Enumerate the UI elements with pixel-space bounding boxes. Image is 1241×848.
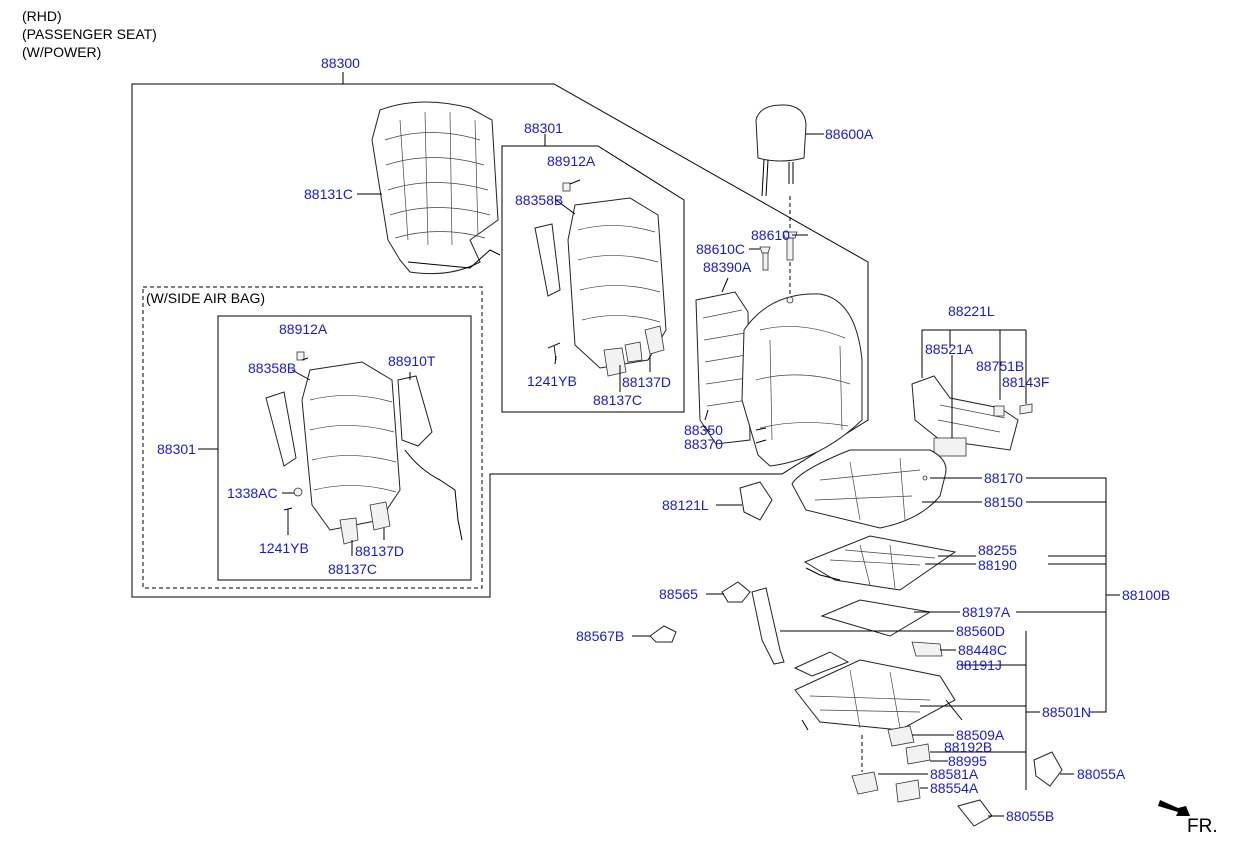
- part-88150[interactable]: 88150: [984, 494, 1023, 510]
- part-88300[interactable]: 88300: [321, 55, 360, 71]
- part-88301-top[interactable]: 88301: [524, 120, 563, 136]
- part-88610C[interactable]: 88610C: [696, 241, 745, 257]
- part-88170[interactable]: 88170: [984, 470, 1023, 486]
- part-88912A-ab[interactable]: 88912A: [279, 321, 328, 337]
- part-88221L[interactable]: 88221L: [948, 303, 995, 319]
- seatback-frame-top: [534, 182, 667, 377]
- module-88995: [905, 743, 931, 765]
- seat-track-assembly: [793, 651, 963, 731]
- frame-box-airbag: [217, 315, 472, 581]
- part-88055B[interactable]: 88055B: [1006, 808, 1054, 824]
- leader-88390A: [721, 277, 729, 293]
- part-88390A[interactable]: 88390A: [703, 259, 752, 275]
- side-airbag-box: [142, 286, 483, 589]
- seatback-frame-airbag: [265, 351, 463, 545]
- cover-88055A: [1033, 751, 1063, 787]
- part-88100B[interactable]: 88100B: [1122, 587, 1170, 603]
- part-88554A[interactable]: 88554A: [930, 780, 979, 796]
- part-88560D[interactable]: 88560D: [956, 623, 1005, 639]
- seat-cushion: [791, 449, 947, 529]
- seatback-cover: [741, 293, 863, 467]
- part-88521A[interactable]: 88521A: [925, 341, 974, 357]
- part-88358B-top[interactable]: 88358B: [515, 192, 563, 208]
- shield-88121L: [739, 481, 773, 521]
- part-1241YB-top[interactable]: 1241YB: [527, 373, 577, 389]
- headrest: [755, 104, 807, 197]
- part-88610[interactable]: 88610: [751, 227, 790, 243]
- leader-88358B-ab: [291, 369, 311, 381]
- header-note-passenger-seat: (PASSENGER SEAT): [22, 26, 157, 42]
- cover-88055B: [957, 799, 993, 827]
- front-direction-label: FR.: [1187, 816, 1218, 837]
- leader-88501N: [920, 631, 1040, 790]
- seatback-assembly-outline: [131, 83, 869, 598]
- lumbar-mat: [695, 291, 751, 445]
- part-88358B-ab[interactable]: 88358B: [248, 360, 296, 376]
- part-88121L[interactable]: 88121L: [662, 497, 709, 513]
- frame-box-top: [501, 145, 685, 413]
- part-88191J[interactable]: 88191J: [956, 657, 1002, 673]
- header-note-power: (W/POWER): [22, 44, 102, 60]
- part-88581A[interactable]: 88581A: [930, 766, 979, 782]
- part-88751B[interactable]: 88751B: [976, 358, 1024, 374]
- part-88137D-ab[interactable]: 88137D: [355, 543, 404, 559]
- part-88055A[interactable]: 88055A: [1077, 766, 1126, 782]
- motor-88448C: [911, 641, 943, 657]
- part-88190[interactable]: 88190: [978, 557, 1017, 573]
- back-panel-mesh: [371, 101, 501, 275]
- leader-88100B: [1016, 477, 1120, 713]
- part-88301-ab[interactable]: 88301: [157, 441, 196, 457]
- part-88995[interactable]: 88995: [948, 753, 987, 769]
- leader-88370: [755, 439, 767, 444]
- part-88448C[interactable]: 88448C: [958, 642, 1007, 658]
- leader-88221L: [921, 329, 1027, 404]
- part-1338AC[interactable]: 1338AC: [227, 485, 278, 501]
- leader-88912A-ab: [301, 357, 309, 361]
- part-88565[interactable]: 88565: [659, 586, 698, 602]
- part-88910T[interactable]: 88910T: [388, 353, 436, 369]
- part-88137C-top[interactable]: 88137C: [593, 392, 642, 408]
- leader-88912A-top: [569, 179, 581, 185]
- module-88554A: [895, 779, 921, 803]
- headrest-guides: [759, 231, 798, 271]
- side-cover-88560D: [751, 587, 785, 665]
- motor-88581A: [851, 771, 879, 795]
- motor-88509A: [887, 725, 915, 747]
- part-88509A[interactable]: 88509A: [956, 727, 1005, 743]
- side-airbag-label: (W/SIDE AIR BAG): [146, 290, 265, 306]
- part-88137D-top[interactable]: 88137D: [622, 374, 671, 390]
- part-1241YB-ab[interactable]: 1241YB: [259, 540, 309, 556]
- part-88501N[interactable]: 88501N: [1042, 704, 1091, 720]
- recliner-cover: [911, 375, 1033, 457]
- part-88255[interactable]: 88255: [978, 542, 1017, 558]
- part-88197A[interactable]: 88197A: [962, 604, 1011, 620]
- part-88567B[interactable]: 88567B: [576, 628, 624, 644]
- part-88600A[interactable]: 88600A: [825, 126, 874, 142]
- part-88143F[interactable]: 88143F: [1002, 374, 1049, 390]
- part-88192B[interactable]: 88192B: [944, 739, 992, 755]
- leader-88350: [755, 427, 767, 431]
- part-88370[interactable]: 88370: [684, 436, 723, 452]
- cover-88567B: [649, 625, 677, 643]
- part-88912A-top[interactable]: 88912A: [547, 153, 596, 169]
- leader-1241YB-top: [554, 355, 557, 365]
- front-direction-arrow-icon: [1158, 800, 1190, 816]
- part-88137C-ab[interactable]: 88137C: [328, 561, 377, 577]
- cover-88565: [721, 581, 751, 603]
- part-88350[interactable]: 88350: [684, 422, 723, 438]
- part-88131C[interactable]: 88131C: [304, 186, 353, 202]
- header-note-rhd: (RHD): [22, 8, 62, 24]
- cushion-mat: [803, 535, 957, 591]
- leader-88358B-top: [555, 199, 576, 215]
